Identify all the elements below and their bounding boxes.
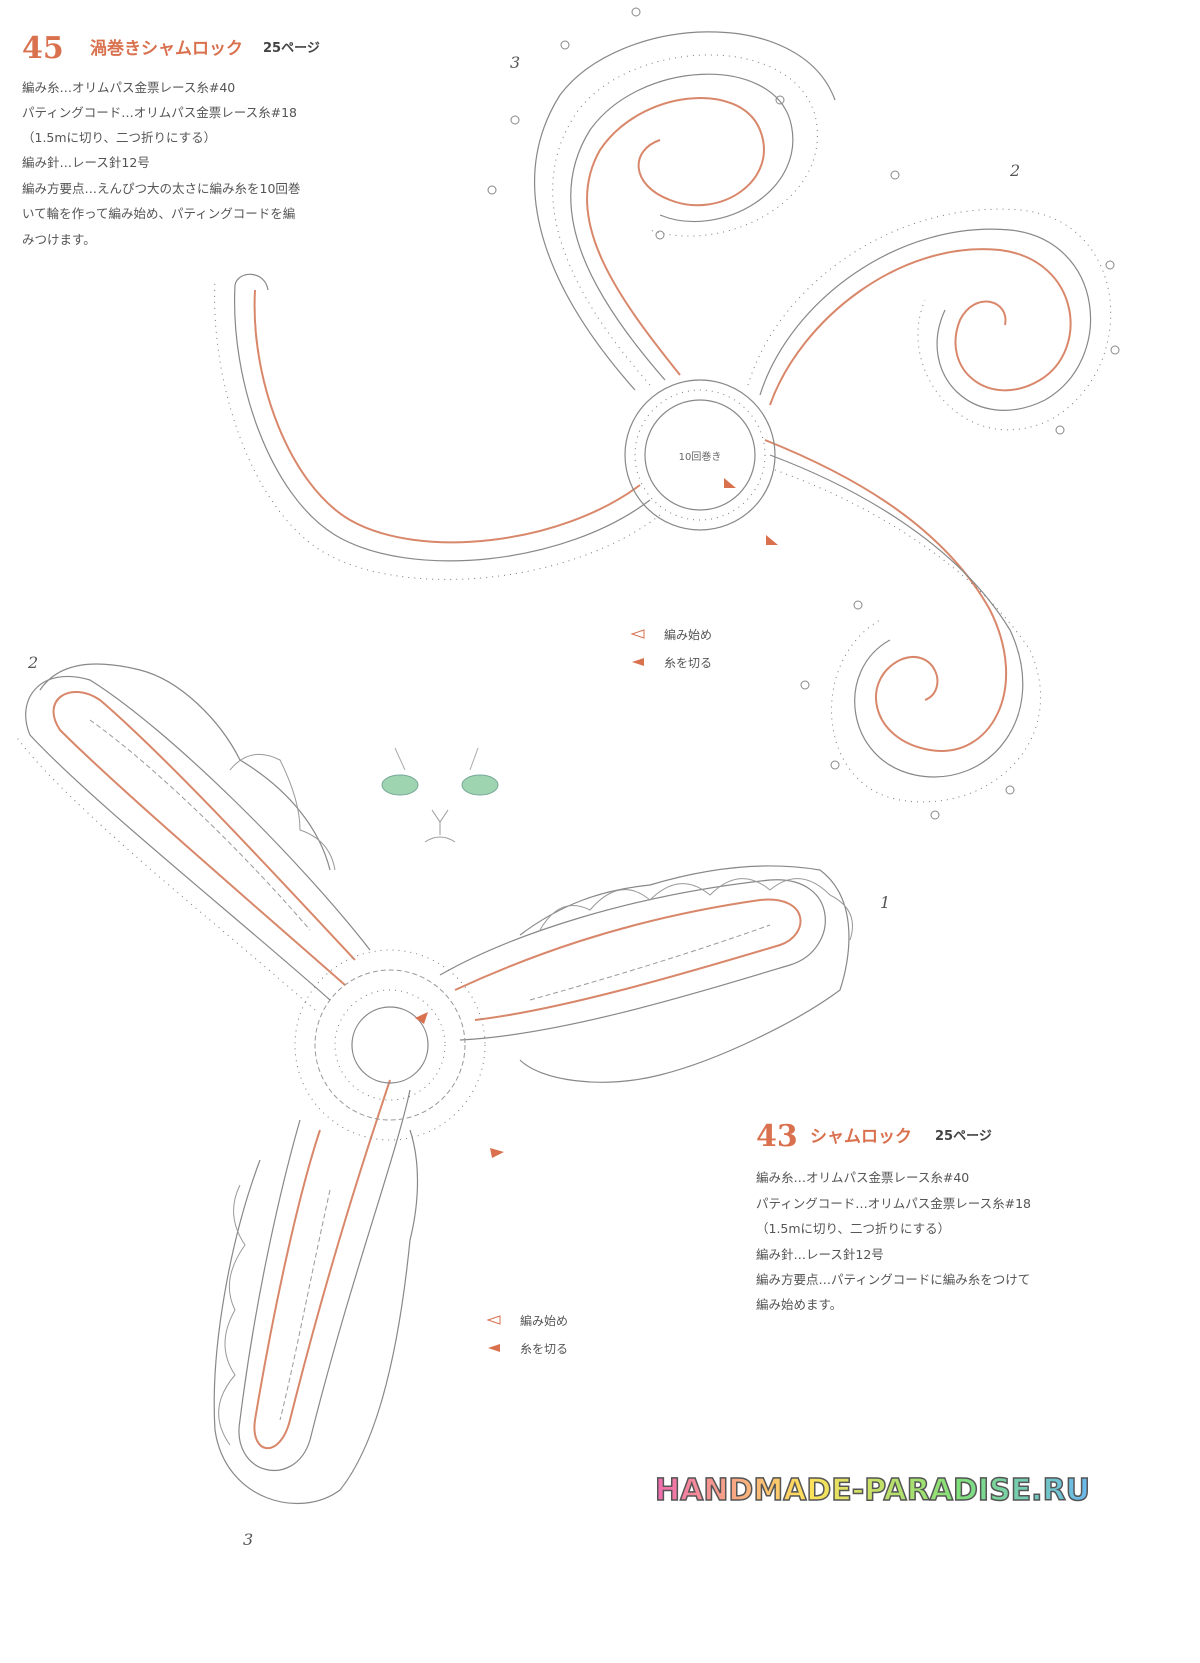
pattern-45-note: 編み糸…オリムパス金票レース糸#40 [22,80,235,95]
pattern-43-number: 43 [756,1119,798,1154]
cut-arrow-icon [766,535,778,545]
pattern-43-legend: 編み始め 糸を切る [486,1313,568,1356]
pattern-43-note: 編み針…レース針12号 [756,1247,884,1262]
cut-arrow-icon [488,1344,500,1352]
pattern-45-number: 45 [22,31,64,66]
start-arrow-icon [630,629,645,639]
pattern-45-note: 編み方要点…えんぴつ大の太さに編み糸を10回巻 [22,181,301,196]
pattern-43-notes: 編み糸…オリムパス金票レース糸#40 パティングコード…オリムパス金票レース糸#… [756,1170,1031,1312]
legend-start-label: 編み始め [664,627,712,642]
round-mark: 1 [880,893,890,912]
pattern-45-notes: 編み糸…オリムパス金票レース糸#40 パティングコード…オリムパス金票レース糸#… [22,80,301,247]
legend-cut-label: 糸を切る [520,1342,568,1356]
pattern-45-title: 渦巻きシャムロック [90,38,243,59]
legend-start-label: 編み始め [520,1313,568,1328]
pattern-45-note: いて輪を作って編み始め、パティングコードを編 [22,206,295,221]
pattern-45-note: みつけます。 [22,232,96,247]
legend-cut-label: 糸を切る [664,656,712,670]
pattern-45-motif: 10回巻き 3 2 [214,7,1120,820]
pattern-43-note: （1.5mに切り、二つ折りにする） [756,1221,950,1236]
pattern-43-header: 43 シャムロック 25ページ [756,1119,992,1154]
pattern-45-center-label: 10回巻き [679,451,722,463]
start-arrow-icon [724,478,736,488]
pattern-45-note: パティングコード…オリムパス金票レース糸#18 [22,105,297,120]
pattern-43-note: 編み始めます。 [756,1297,842,1312]
watermark-text: HANDMADE-PARADISE.RU [655,1473,1090,1508]
pattern-45-note: 編み針…レース針12号 [22,155,150,170]
pattern-43-motif: 2 1 3 [14,653,890,1549]
cat-face-icon [381,747,499,843]
pattern-45-note: （1.5mに切り、二つ折りにする） [22,130,216,145]
round-mark: 3 [243,1530,253,1549]
start-arrow-icon [486,1315,501,1325]
pattern-43-page-ref: 25ページ [935,1129,992,1144]
pattern-45-legend: 編み始め 糸を切る [630,627,712,670]
cut-arrow-icon [490,1148,504,1158]
crochet-diagram: 45 渦巻きシャムロック 25ページ 編み糸…オリムパス金票レース糸#40 パテ… [14,7,1120,1549]
start-arrow-icon [415,1012,428,1024]
pattern-43-note: 編み糸…オリムパス金票レース糸#40 [756,1170,969,1185]
cut-arrow-icon [632,658,644,666]
round-mark: 3 [510,53,520,72]
round-mark: 2 [1009,161,1020,180]
round-mark: 2 [27,653,38,672]
pattern-45-header: 45 渦巻きシャムロック 25ページ [22,31,320,66]
pattern-43-note: 編み方要点…パティングコードに編み糸をつけて [756,1272,1030,1287]
pattern-45-page-ref: 25ページ [263,41,320,56]
pattern-43-title: シャムロック [810,1127,912,1147]
pattern-43-note: パティングコード…オリムパス金票レース糸#18 [756,1196,1031,1211]
